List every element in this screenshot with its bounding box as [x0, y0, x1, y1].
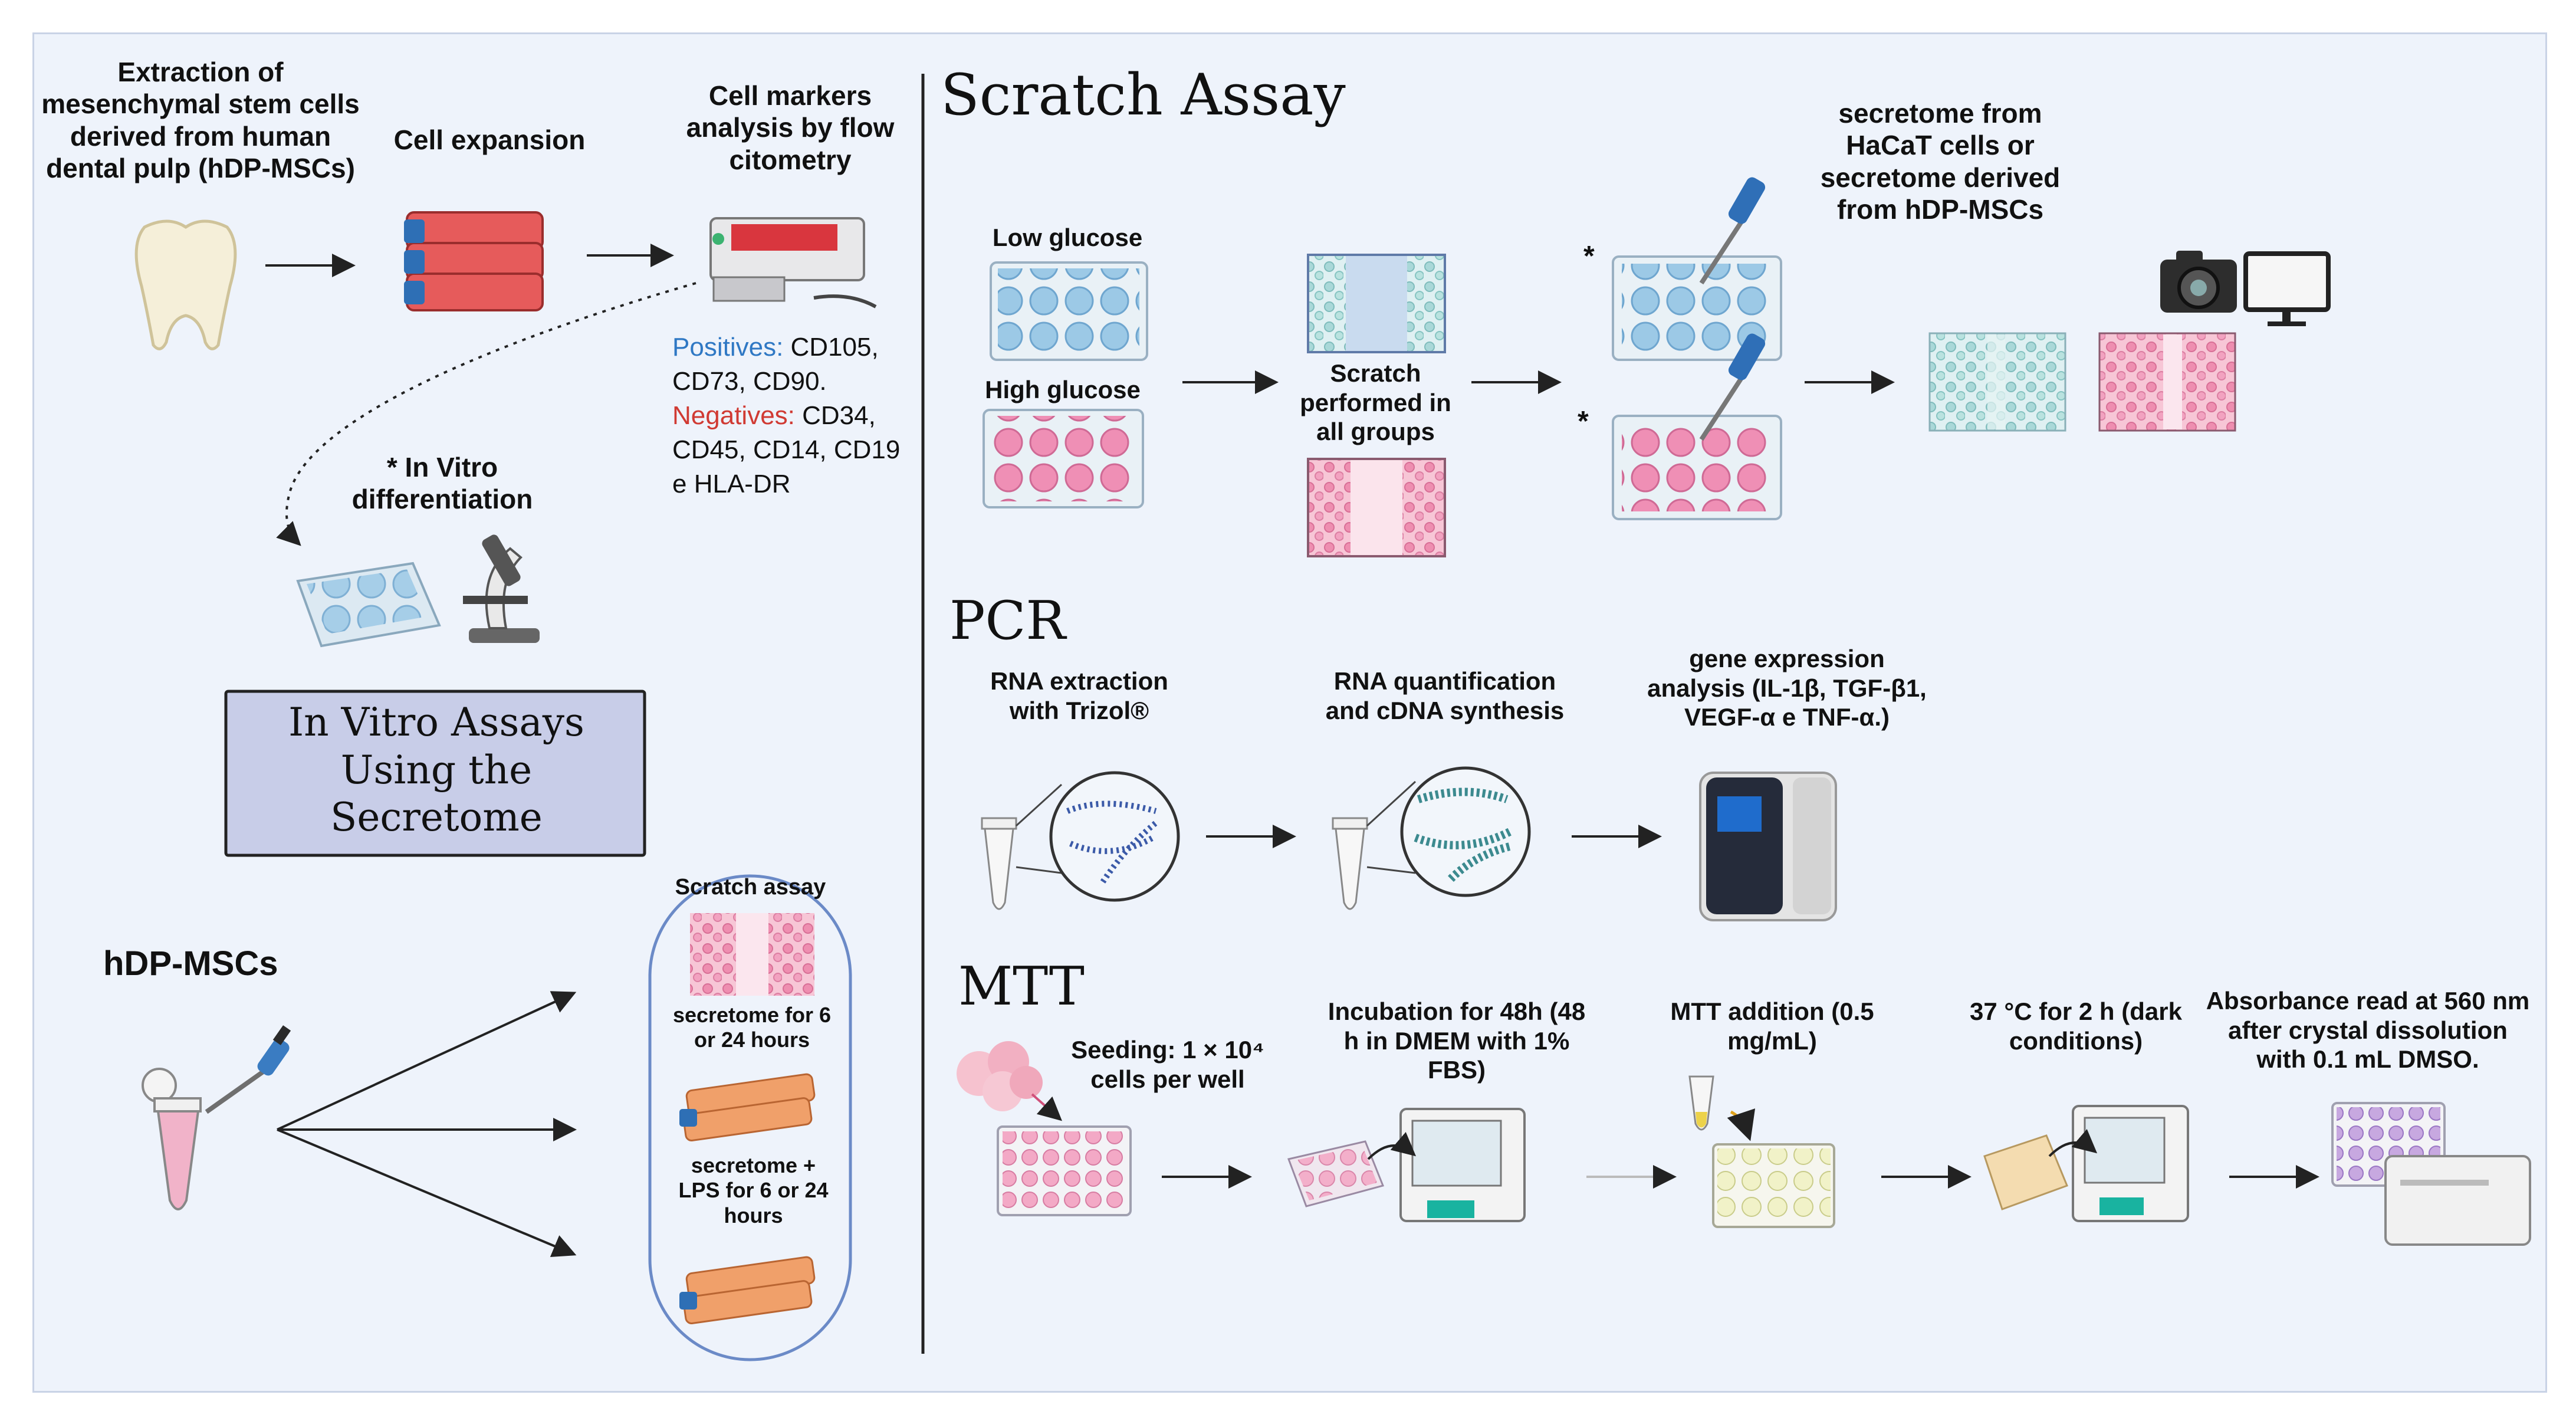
incubator-icon-2	[2048, 1105, 2189, 1222]
negatives-values: CD34, CD45, CD14, CD19 e HLA-DR	[672, 401, 901, 499]
differentiation-label: * In Vitro differentiation	[351, 452, 533, 515]
low-glucose-plate	[990, 261, 1148, 361]
absorbance-label: Absorbance read at 560 nm after crystal …	[2206, 987, 2530, 1074]
microscope-icon	[463, 534, 540, 643]
tube-icon-cdna	[1332, 817, 1368, 910]
secretome-source-label: secretome from HaCaT cells or secretome …	[1820, 98, 2061, 225]
multichannel-pipette-icon-2	[1699, 333, 1766, 441]
scratch-well-small	[690, 913, 814, 996]
scratch-title: Scratch Assay	[941, 62, 1346, 128]
scratch-pink-well	[1307, 458, 1446, 557]
flask-stack-icon	[404, 211, 544, 311]
thermocycler-icon	[1699, 772, 1837, 921]
gene-expression-label: gene expression analysis (IL-1β, TGF-β1,…	[1647, 645, 1927, 731]
low-glucose-label: Low glucose	[992, 224, 1143, 251]
seeding-plate	[997, 1125, 1132, 1216]
pipette-icon	[205, 1025, 291, 1114]
positives-label: Positives:	[672, 333, 784, 362]
rna-extraction-label: RNA extraction with Trizol®	[990, 667, 1168, 724]
pcr-title: PCR	[949, 590, 1066, 652]
incubation-label: Incubation for 48h (48 h in DMEM with 1%…	[1328, 997, 1586, 1084]
cell-cluster-icon	[957, 1041, 1043, 1111]
camera-icon	[2160, 251, 2237, 313]
secretome-time-label: secretome for 6 or 24 hours	[672, 1003, 832, 1052]
high-glucose-label: High glucose	[985, 376, 1141, 403]
incubator-icon-1	[1367, 1108, 1526, 1222]
assays-box	[224, 690, 646, 857]
result-pink-well	[2098, 332, 2236, 432]
incubation-plate	[1287, 1140, 1385, 1207]
treated-pink-plate	[1612, 415, 1782, 520]
hdp-label: hDP-MSCs	[103, 944, 278, 983]
flow-cytometer-icon	[709, 217, 877, 309]
dna-strand-icon	[1400, 766, 1531, 897]
result-blue-well	[1928, 332, 2066, 432]
arrow-branch-bottom	[277, 1128, 577, 1258]
asterisk-bottom: *	[1578, 406, 1589, 437]
multichannel-pipette-icon-1	[1699, 177, 1766, 285]
extraction-label: Extraction of mesenchymal stem cells der…	[41, 57, 360, 183]
high-glucose-plate	[983, 409, 1144, 508]
tube-icon-rna	[981, 817, 1017, 910]
scratch-small-label: Scratch assay	[675, 875, 826, 900]
mtt-plate	[1712, 1143, 1835, 1228]
rna-strand-icon	[1049, 771, 1180, 902]
flask-icon-1	[679, 1073, 816, 1142]
mtt-addition-label: MTT addition (0.5 mg/mL)	[1670, 997, 1874, 1055]
monitor-icon	[2243, 251, 2331, 326]
asterisk-top: *	[1583, 241, 1595, 272]
mtt-title: MTT	[958, 956, 1085, 1018]
tooth-icon	[134, 219, 237, 350]
positives-values: CD105, CD73, CD90.	[672, 333, 879, 396]
negatives-label: Negatives:	[672, 401, 795, 431]
plate-reader-icon	[2331, 1102, 2531, 1246]
seeding-label: Seeding: 1 × 10⁴ cells per well	[1071, 1036, 1264, 1093]
markers-label: Cell markers analysis by flow citometry	[686, 80, 895, 175]
culture-plate-icon	[296, 562, 441, 648]
assays-title: In Vitro Assays Using the Secretome	[288, 700, 584, 841]
flask-icon-2	[679, 1256, 816, 1325]
tube-icon	[142, 1068, 202, 1210]
scratch-blue-well	[1307, 254, 1446, 353]
arrow-branch-top	[277, 991, 577, 1131]
quantification-label: RNA quantification and cDNA synthesis	[1325, 667, 1565, 724]
scratch-performed-label: Scratch performed in all groups	[1300, 359, 1451, 446]
dark-plate	[1983, 1134, 2068, 1210]
dotted-arrow-to-differentiation	[276, 282, 696, 546]
dark-conditions-label: 37 °C for 2 h (dark conditions)	[1970, 997, 2182, 1055]
secretome-lps-label: secretome + LPS for 6 or 24 hours	[678, 1153, 829, 1228]
markers-list: Positives: CD105, CD73, CD90. Negatives:…	[672, 330, 920, 501]
expansion-label: Cell expansion	[393, 124, 586, 155]
mtt-dropper-icon	[1688, 1075, 1756, 1141]
